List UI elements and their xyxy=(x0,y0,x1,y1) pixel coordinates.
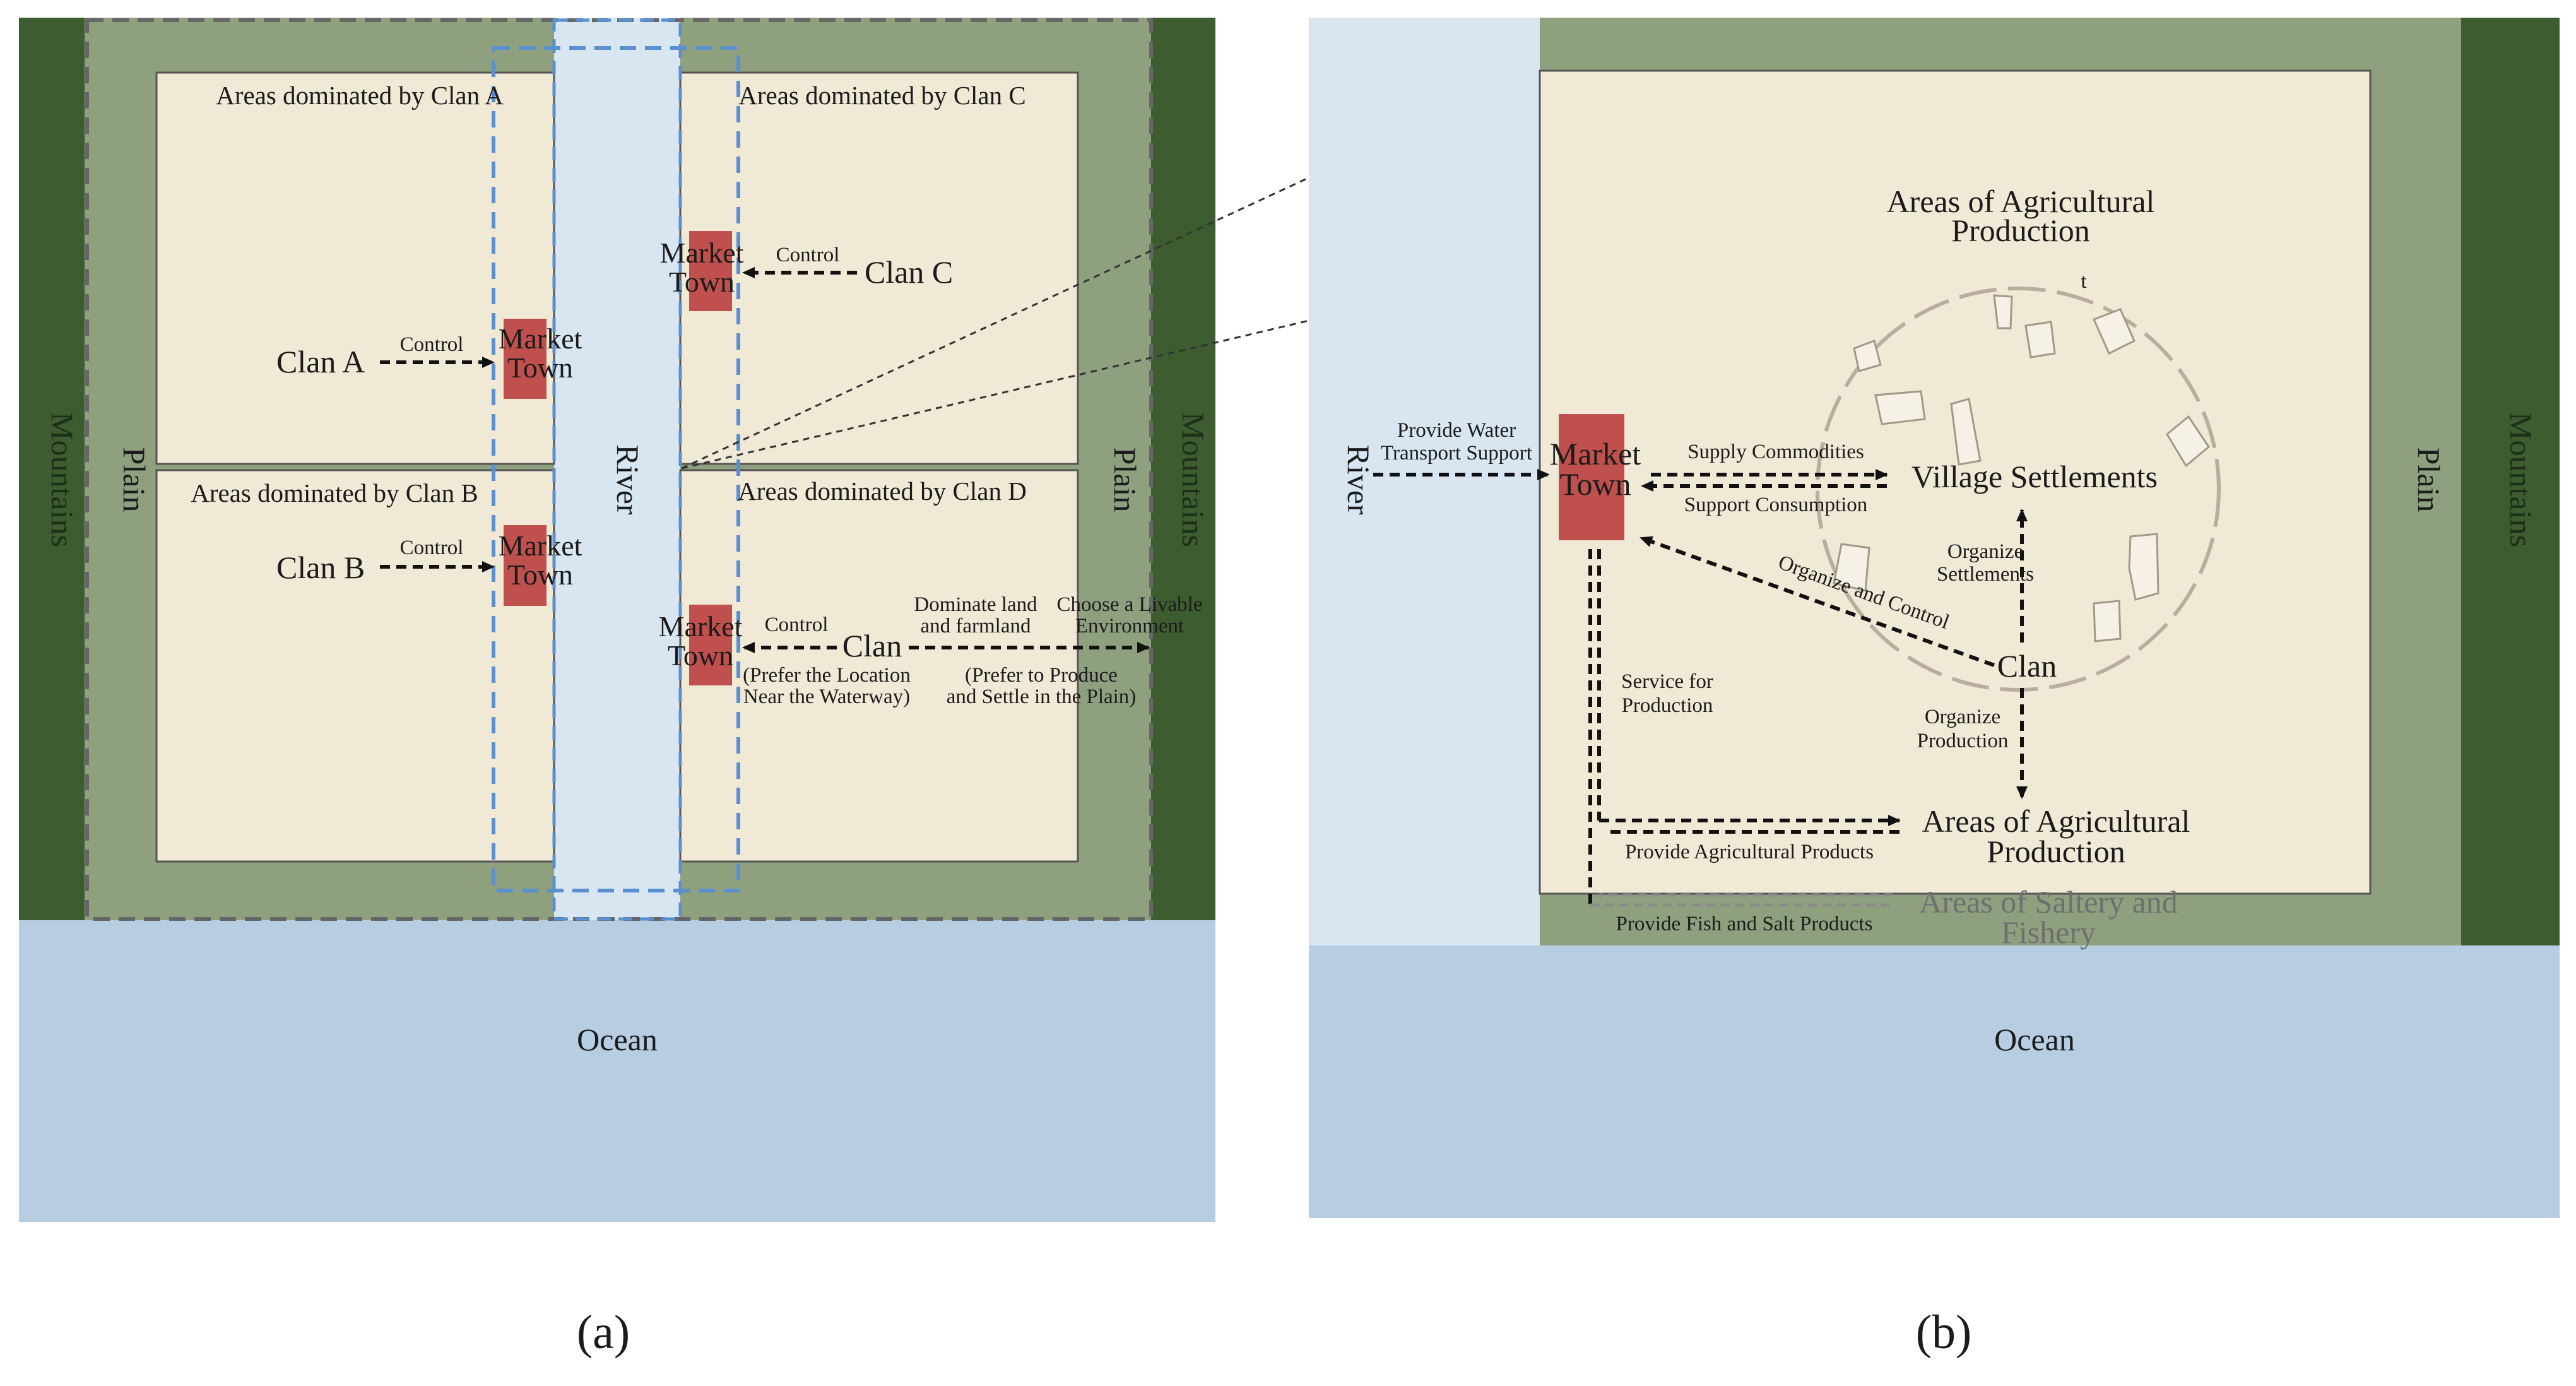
village-settlements-label: Village Settlements xyxy=(1911,459,2158,494)
agricultural-area-b xyxy=(1539,69,2372,895)
supply-commodities-label: Supply Commodities xyxy=(1687,441,1864,463)
area-a-title: Areas dominated by Clan A xyxy=(216,81,504,110)
market-town-b-line2: Town xyxy=(507,559,573,591)
plain-label-b: Plain xyxy=(2411,447,2447,512)
river-bounding-box xyxy=(492,46,740,892)
organize-control-arrow xyxy=(1640,536,1995,667)
ocean-b xyxy=(1309,945,2560,1218)
prefer-produce-line1: (Prefer to Produce xyxy=(965,664,1118,687)
agri-top-line2: Production xyxy=(1951,213,2089,248)
saltery-line2: Fishery xyxy=(2001,915,2096,950)
clan-b-control-label: Control xyxy=(400,536,464,559)
area-d-title: Areas dominated by Clan D xyxy=(738,477,1027,506)
panel-a: Mountains Mountains Plain Plain River Oc… xyxy=(19,18,1215,1359)
clan-b-node: Clan xyxy=(1997,648,2057,684)
mountains-label-b: Mountains xyxy=(2503,412,2539,547)
market-town-a xyxy=(504,319,547,399)
river-label-a: River xyxy=(610,444,646,514)
area-clan-b xyxy=(155,469,555,863)
plain-right-label: Plain xyxy=(1108,447,1143,512)
river-b xyxy=(1309,18,1540,945)
mountains-left-label: Mountains xyxy=(45,412,80,547)
agri-bottom-line1: Areas of Agricultural xyxy=(1922,803,2190,839)
area-c-title: Areas dominated by Clan C xyxy=(738,81,1025,110)
organize-production-line1: Organize xyxy=(1925,706,2000,728)
choose-env-line2: Environment xyxy=(1075,615,1184,637)
market-town-d-line1: Market xyxy=(659,610,743,643)
market-town-b xyxy=(504,525,547,606)
settlement-buildings xyxy=(1833,294,2210,643)
service-production-line1: Service for xyxy=(1621,670,1713,693)
ocean-a xyxy=(19,920,1215,1222)
prefer-location-line2: Near the Waterway) xyxy=(743,685,910,708)
agri-bottom-line2: Production xyxy=(1987,834,2125,869)
organize-production-line2: Production xyxy=(1917,730,2009,752)
agri-top-line1: Areas of Agricultural xyxy=(1887,184,2155,219)
saltery-line1: Areas of Saltery and xyxy=(1919,884,2178,920)
service-production-line2: Production xyxy=(1622,694,1713,717)
clan-d-label: Clan xyxy=(842,628,902,663)
circle-mark: t xyxy=(2081,270,2086,293)
market-town-b-box xyxy=(1559,414,1624,540)
clan-a-control-label: Control xyxy=(400,333,464,356)
provide-agri-products-label: Provide Agricultural Products xyxy=(1625,841,1874,863)
mountains-right-label: Mountains xyxy=(1176,412,1211,547)
mountains-left-band xyxy=(19,18,85,920)
market-town-a-line2: Town xyxy=(507,352,573,384)
clan-d-control-label: Control xyxy=(765,613,829,636)
ocean-label-b: Ocean xyxy=(1994,1022,2075,1057)
market-town-d xyxy=(689,605,732,685)
mountains-right-band xyxy=(1151,18,1215,920)
mountains-b xyxy=(2461,18,2560,945)
area-b-title: Areas dominated by Clan B xyxy=(191,478,478,507)
caption-b: (b) xyxy=(1916,1306,1972,1359)
market-town-c-line2: Town xyxy=(669,266,735,298)
provide-fish-salt-label: Provide Fish and Salt Products xyxy=(1616,913,1872,935)
caption-a: (a) xyxy=(577,1306,630,1359)
river-inner-box xyxy=(552,18,682,921)
area-clan-a xyxy=(155,71,555,465)
clan-c-control-label: Control xyxy=(776,244,840,266)
prefer-produce-line2: and Settle in the Plain) xyxy=(947,685,1137,708)
market-town-a-line1: Market xyxy=(499,323,582,355)
organize-settlements-line2: Settlements xyxy=(1937,563,2034,586)
support-consumption-label: Support Consumption xyxy=(1684,494,1868,516)
market-town-c xyxy=(689,231,732,311)
provide-water-line1: Provide Water xyxy=(1397,419,1516,442)
ocean-label-a: Ocean xyxy=(577,1022,658,1057)
market-town-d-line2: Town xyxy=(668,639,733,672)
market-town-b-line2: Town xyxy=(1559,466,1631,502)
choose-env-line1: Choose a Livable xyxy=(1057,593,1203,616)
dominate-land-line2: and farmland xyxy=(920,615,1031,637)
dominate-land-line1: Dominate land xyxy=(914,593,1037,616)
clan-a-label: Clan A xyxy=(276,344,365,379)
prefer-location-line1: (Prefer the Location xyxy=(743,664,911,687)
organize-settlements-line1: Organize xyxy=(1947,540,2023,563)
market-town-b-line1: Market xyxy=(1550,436,1641,471)
market-town-b-line1: Market xyxy=(499,530,582,562)
river-a xyxy=(554,18,680,920)
plain-left-label: Plain xyxy=(117,447,152,512)
river-label-b: River xyxy=(1341,444,1376,514)
panel-b: River Plain Mountains Ocean Areas of Agr… xyxy=(1309,18,2560,1359)
clan-c-label: Clan C xyxy=(865,254,953,290)
area-clan-d xyxy=(679,469,1079,863)
village-settlement-circle xyxy=(1816,287,2221,692)
provide-water-line2: Transport Support xyxy=(1381,442,1532,465)
market-town-c-line1: Market xyxy=(660,237,744,269)
clan-b-label: Clan B xyxy=(276,550,365,585)
